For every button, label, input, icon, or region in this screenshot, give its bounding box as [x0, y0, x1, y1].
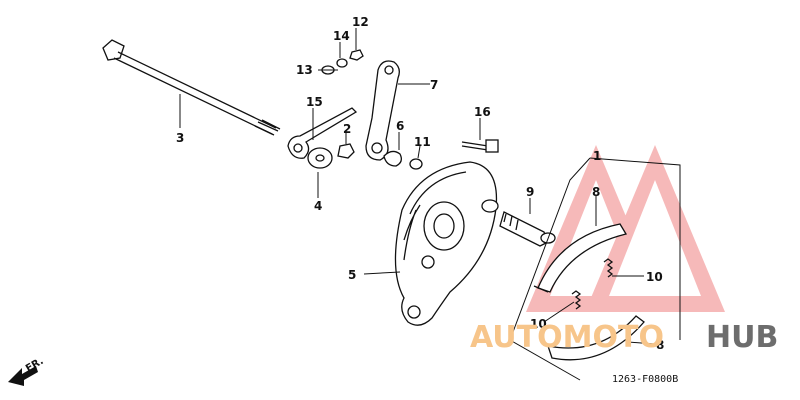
callout-10-right: 10 — [646, 270, 663, 284]
indicator-plate-part-6 — [383, 150, 402, 167]
brake-lever-part-7 — [365, 60, 400, 161]
brake-shoe-set-part-1 — [509, 157, 681, 381]
diagram-code: 1263-F0800B — [612, 374, 678, 385]
washer-part-14 — [336, 58, 348, 68]
callout-10-left: 10 — [530, 317, 547, 331]
callout-3: 3 — [176, 131, 184, 145]
callout-4: 4 — [314, 199, 322, 213]
leader-lines — [179, 28, 655, 345]
callout-8-upper: 8 — [592, 185, 600, 199]
callout-5: 5 — [348, 268, 356, 282]
seal-part-11 — [409, 158, 423, 170]
callout-6: 6 — [396, 119, 404, 133]
callout-12: 12 — [352, 15, 369, 29]
washer-part-4 — [307, 147, 333, 169]
watermark-text-automoto: AUTOMOTO — [470, 320, 664, 355]
callout-7: 7 — [430, 78, 438, 92]
watermark: AUTOMOTO HUB — [470, 320, 778, 355]
nut-part-2 — [337, 143, 355, 159]
watermark-logo-triangles — [526, 145, 725, 312]
callout-1: 1 — [593, 149, 601, 163]
callout-13: 13 — [296, 63, 313, 77]
callout-11: 11 — [414, 135, 431, 149]
nut-part-12 — [349, 49, 364, 61]
bolt-part-16 — [461, 139, 499, 153]
axle-part-3 — [102, 39, 281, 136]
callout-9: 9 — [526, 185, 534, 199]
callout-16: 16 — [474, 105, 491, 119]
front-direction-arrow: FR. — [8, 356, 46, 386]
callout-8-lower: 8 — [656, 338, 664, 352]
callout-2: 2 — [343, 122, 351, 136]
callout-15: 15 — [306, 95, 323, 109]
watermark-text-hub: HUB — [706, 320, 778, 355]
brake-arm-part-15 — [287, 107, 358, 159]
callout-14: 14 — [333, 29, 350, 43]
brake-panel-part-5 — [394, 161, 499, 326]
